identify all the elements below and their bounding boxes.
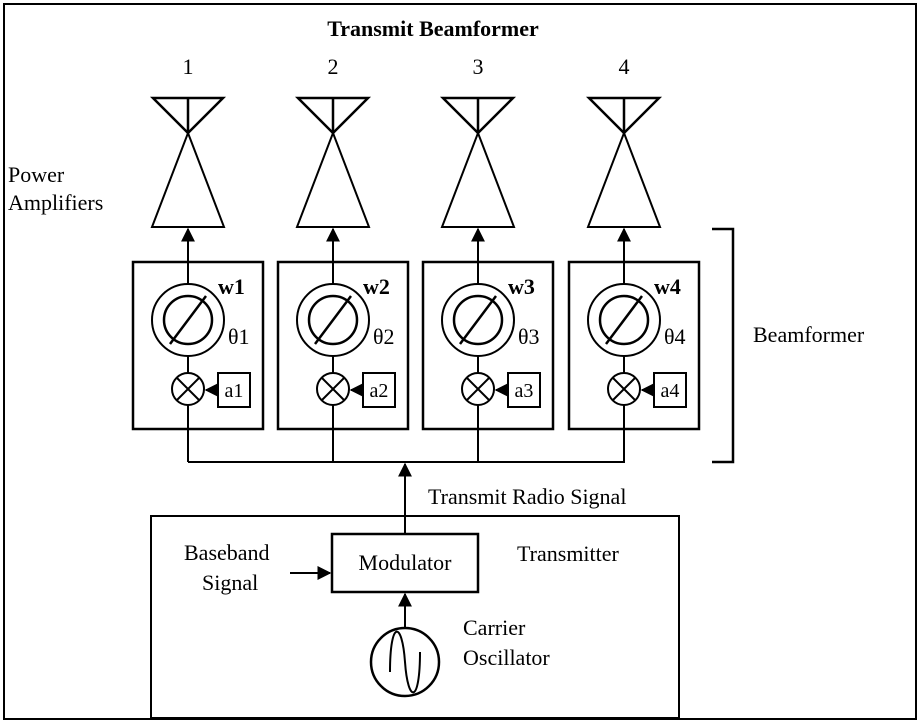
antenna-icon [439, 96, 517, 135]
power-amplifier-icon [150, 130, 226, 228]
multiplier-icon [612, 377, 636, 401]
outer-frame [3, 3, 917, 720]
antenna-icon [585, 96, 663, 135]
phase-label: θ2 [373, 324, 395, 349]
phase-slash-icon [459, 295, 497, 345]
phase-shifter-icon [452, 294, 504, 346]
phase-shifter-icon [307, 294, 359, 346]
phase-shifter-icon [162, 294, 214, 346]
gain-label: a2 [370, 380, 389, 402]
phase-label: θ3 [518, 324, 540, 349]
power-amplifier-icon [295, 130, 371, 228]
beamformer-label: Beamformer [753, 322, 865, 347]
channel-number: 3 [473, 54, 484, 79]
beamformer-bracket [712, 227, 735, 464]
multiplier-icon [176, 377, 200, 401]
phase-slash-icon [605, 295, 643, 345]
power-amplifier-icon [586, 130, 662, 228]
channel-group: 1 w1 θ1 a1 2 w2 θ2 a2 3 w3 θ3 a3 4 w4 θ4 a4 [131, 54, 701, 462]
power-amplifiers-label-line2: Amplifiers [8, 190, 103, 215]
weight-label: w2 [363, 274, 390, 299]
channel-2: 2 w2 θ2 a2 [276, 54, 410, 462]
transmitter-label: Transmitter [517, 541, 620, 566]
baseband-label-line2: Signal [202, 570, 258, 595]
channel-number: 2 [328, 54, 339, 79]
gain-label: a1 [225, 380, 244, 402]
channel-1: 1 w1 θ1 a1 [131, 54, 265, 462]
modulator-box [330, 532, 480, 594]
phase-label: θ1 [228, 324, 250, 349]
carrier-oscillator-circle [369, 626, 441, 698]
phase-slash-icon [314, 295, 352, 345]
weight-box [276, 260, 410, 431]
weight-label: w4 [654, 274, 681, 299]
carrier-label-line2: Oscillator [463, 645, 550, 670]
multiplier-icon [466, 377, 490, 401]
baseband-label-line1: Baseband [184, 540, 270, 565]
channel-number: 4 [619, 54, 630, 79]
power-amplifier-icon [440, 130, 516, 228]
channel-3: 3 w3 θ3 a3 [421, 54, 555, 462]
antenna-icon [294, 96, 372, 135]
power-amplifiers-label-line1: Power [8, 162, 65, 187]
modulator-label: Modulator [359, 550, 453, 575]
channel-number: 1 [183, 54, 194, 79]
multiplier-icon [321, 377, 345, 401]
transmit-radio-signal-label: Transmit Radio Signal [428, 484, 626, 509]
transmitter-box [150, 515, 680, 719]
diagram-title: Transmit Beamformer [327, 16, 539, 41]
gain-label: a4 [661, 380, 680, 402]
antenna-icon [149, 96, 227, 135]
sine-wave-icon [389, 630, 421, 694]
weight-box [421, 260, 555, 431]
weight-label: w3 [508, 274, 535, 299]
weight-box [567, 260, 701, 431]
gain-label: a3 [515, 380, 534, 402]
channel-4: 4 w4 θ4 a4 [567, 54, 701, 462]
phase-shifter-icon [598, 294, 650, 346]
weight-label: w1 [218, 274, 245, 299]
weight-box [131, 260, 265, 431]
carrier-label-line1: Carrier [463, 615, 526, 640]
phase-slash-icon [169, 295, 207, 345]
phase-label: θ4 [664, 324, 686, 349]
